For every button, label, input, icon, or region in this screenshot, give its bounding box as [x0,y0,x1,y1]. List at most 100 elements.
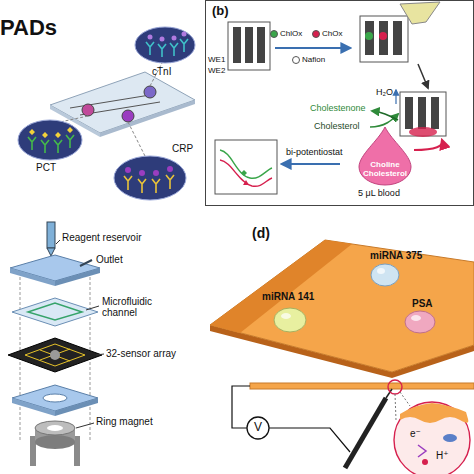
measurement-setup [395,394,396,420]
legend-swatch [270,30,278,38]
paper-device [82,104,94,116]
analyte-label: miRNA 375 [370,250,422,261]
current-graph [243,180,249,185]
antibody-bubble [167,166,173,172]
measurement-setup [422,459,428,465]
legend-swatch [312,30,320,38]
electrode-label: WE1 [208,56,225,65]
antibody-bubble [18,27,195,200]
measurement-setup [394,402,470,474]
antibody-bubble [146,39,188,57]
connector-dash [128,122,145,156]
antibody-bubble [182,32,187,37]
microfluidic-stack [25,344,85,366]
electrode-strip [400,92,446,137]
microfluidic-stack [10,255,100,281]
paper-slab [274,308,306,332]
paper-slab [281,313,291,319]
electrode-strip [379,21,388,55]
measurement-setup [232,386,250,428]
microfluidic-stack [80,260,92,266]
electrode-strip [405,97,413,129]
antibody-bubble [172,36,177,41]
microfluidic-stack [55,268,100,286]
analyte-label: PCT [36,162,56,173]
electrode-strip [431,97,439,129]
antibody-bubble [139,170,145,176]
electrode-strip [365,21,374,55]
panel-title: PADs [0,16,57,40]
microfluidic-stack [43,394,67,402]
part-label: Outlet [96,254,123,265]
electrode-strip [365,32,373,40]
measurement-setup [247,417,269,439]
part-label: Reagent reservoir [62,232,141,243]
panel-label: (b) [212,3,467,18]
measurement-setup [269,428,350,452]
analyte-label: CRP [172,143,193,154]
antibody-bubble [29,127,73,138]
part-label: Microfluidic channel [102,296,168,318]
antibody-bubble [125,167,131,173]
current-graph [241,170,247,176]
microfluidic-stack [10,268,55,286]
chemical-label: Cholestenone [310,104,366,114]
voltage-symbol: V [254,421,262,434]
process-arrow [418,64,428,88]
analyte-label: PSA [412,298,433,309]
process-arrow [414,140,442,150]
electrode-strip [379,32,387,40]
analyte-label: miRNA 141 [262,291,314,302]
electrode-strip [360,2,440,62]
electrode-strip [360,16,408,62]
instrument-label: bi-potentiostat [286,148,343,158]
paper-slab [210,240,474,372]
paper-slab [210,240,352,333]
microfluidic-stack [47,222,55,248]
chemical-label: H₂O [376,88,393,98]
paper-slab [371,264,399,286]
electrode-strip [393,21,402,55]
electrode-strip [245,27,253,63]
drop-text: Choline [370,160,399,170]
process-arrow [275,47,350,49]
paper-device [80,102,160,115]
antibody-bubble [18,120,82,160]
legend-text: Nafion [302,56,325,64]
current-graph [220,160,272,186]
microfluidic-stack [12,298,98,326]
microfluidic-stack [35,435,75,449]
charge-symbol: H⁺ [436,450,449,461]
antibody-bubble [160,37,165,42]
electrode-strip [418,97,426,129]
legend-text: ChlOx [280,30,302,38]
paper-slab [377,268,385,274]
electrode-strip [257,27,265,63]
current-graph [215,140,277,194]
electrode-label: WE2 [208,67,225,76]
process-arrow [395,90,396,104]
antibody-bubble [114,156,186,200]
analyte-label: cTnI [152,66,171,77]
legend-swatch [292,56,300,64]
antibody-bubble [124,175,174,193]
microfluidic-stack [8,222,104,466]
reaction-arrow [370,114,398,127]
measurement-setup [345,398,386,468]
measurement-setup [250,383,474,389]
electrode-strip [228,22,270,70]
electrode-strip [409,127,437,137]
microfluidic-stack [47,248,55,256]
charge-symbol: e⁻ [410,428,421,439]
legend-item: Nafion [292,56,325,64]
paper-slab [210,240,474,378]
paper-slab [411,315,421,321]
legend-item: ChlOx [270,30,302,38]
reaction-arrow [372,111,398,120]
measurement-setup [443,434,457,442]
paper-device [50,72,195,133]
legend-item: ChOx [312,30,342,38]
paper-device [100,100,195,137]
microfluidic-stack [8,338,102,372]
electrode-strip [233,27,241,63]
